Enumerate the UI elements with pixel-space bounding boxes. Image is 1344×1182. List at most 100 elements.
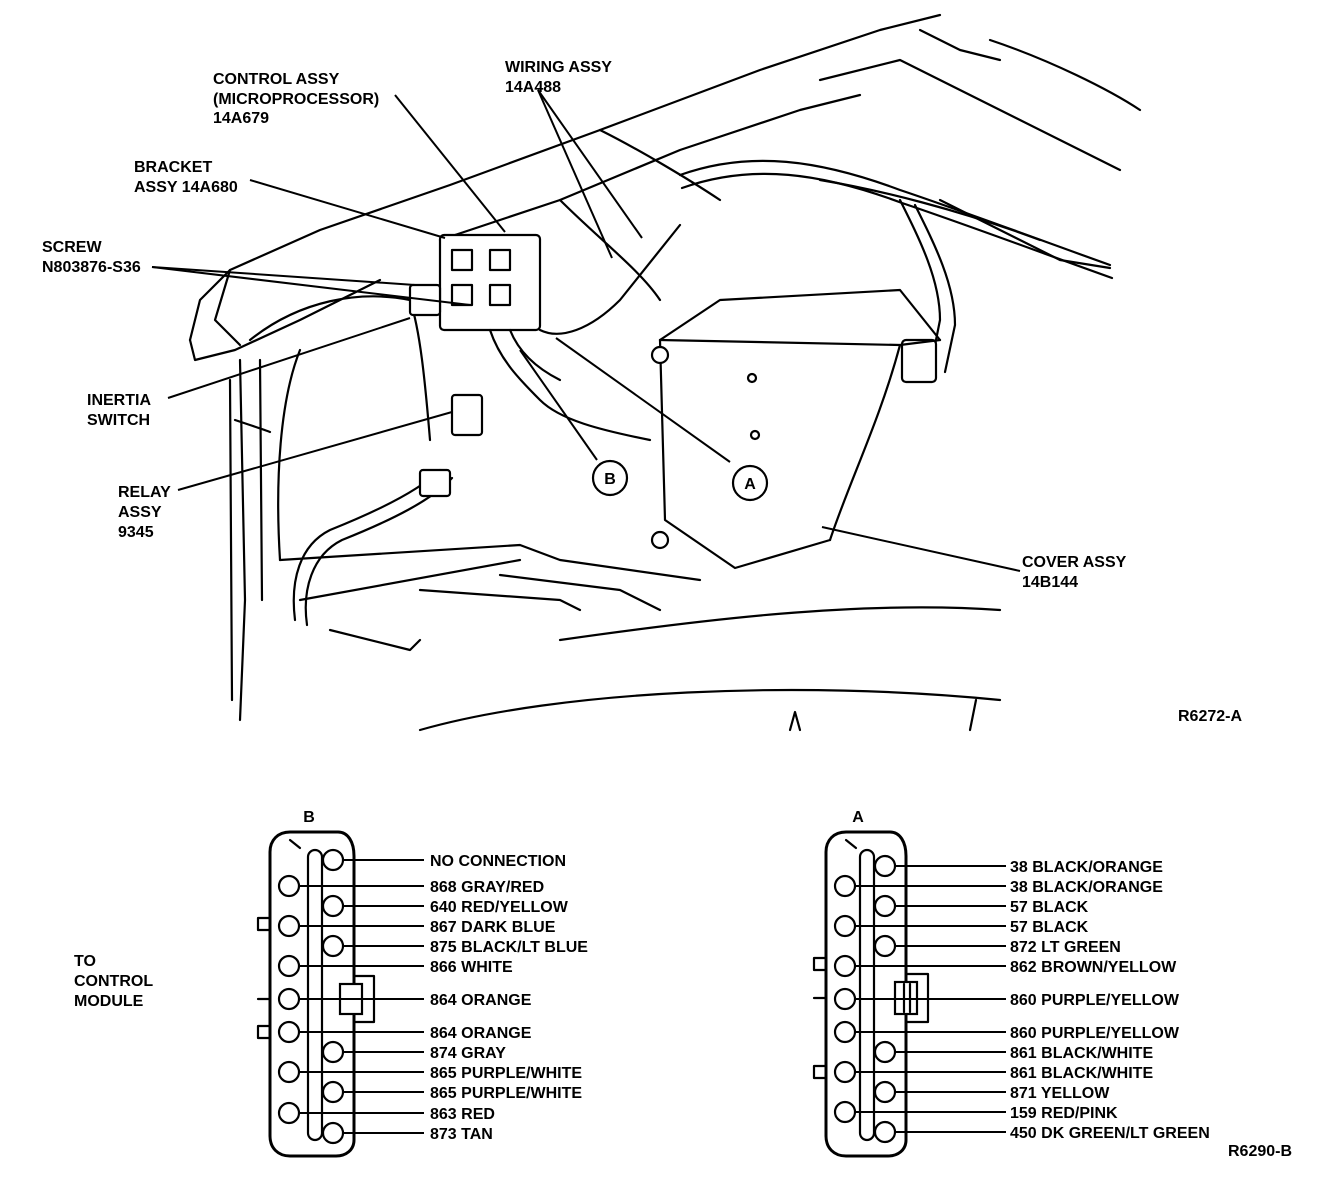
pin-label: 873 TAN	[430, 1126, 493, 1143]
pin-label: 159 RED/PINK	[1010, 1105, 1118, 1122]
callout-a: A	[731, 464, 769, 502]
connector-a-pin: 861 BLACK/WHITE	[833, 1060, 1153, 1084]
callout-b-label: B	[604, 471, 616, 488]
connector-a-pin: 862 BROWN/YELLOW	[833, 954, 1177, 978]
svg-text:RELAY: RELAY	[118, 484, 171, 501]
svg-text:COVER ASSY: COVER ASSY	[1022, 554, 1127, 571]
screw-label: SCREW N803876-S36	[42, 239, 141, 276]
connector-b: B NO CONNECTION 868 GRAY/RED 640 RED/YELLO…	[256, 809, 588, 1158]
pin-label: 860 PURPLE/YELLOW	[1010, 992, 1180, 1009]
connector-b-pin: 864 ORANGE	[277, 1020, 532, 1044]
pin-socket	[321, 1080, 345, 1104]
connector-a-title: A	[852, 809, 864, 826]
pin-socket	[277, 1101, 301, 1125]
connector-a-pin: 871 YELLOW	[873, 1080, 1110, 1104]
cover-assy-label: COVER ASSY 14B144	[1022, 554, 1127, 591]
pin-socket	[277, 987, 301, 1011]
pin-socket	[873, 1080, 897, 1104]
pin-socket	[833, 1100, 857, 1124]
pin-label: 862 BROWN/YELLOW	[1010, 959, 1177, 976]
connector-a-pins: 38 BLACK/ORANGE 38 BLACK/ORANGE 57 BLACK 57…	[833, 854, 1210, 1144]
pin-socket	[277, 874, 301, 898]
pin-label: 57 BLACK	[1010, 899, 1089, 916]
pin-label: 864 ORANGE	[430, 992, 532, 1009]
connector-b-pin: 865 PURPLE/WHITE	[321, 1080, 582, 1104]
pin-label: 450 DK GREEN/LT GREEN	[1010, 1125, 1210, 1142]
pin-socket	[873, 854, 897, 878]
wiring-assy-label: WIRING ASSY 14A488	[505, 59, 612, 96]
pin-socket	[277, 914, 301, 938]
figure-ref-top: R6272-A	[1178, 708, 1242, 725]
pin-socket	[873, 1040, 897, 1064]
pin-socket	[833, 1020, 857, 1044]
svg-text:MODULE: MODULE	[74, 993, 144, 1010]
pin-socket	[833, 1060, 857, 1084]
bracket-assy-label: BRACKET ASSY 14A680	[134, 159, 238, 196]
pin-socket	[833, 874, 857, 898]
inertia-switch-label: INERTIA SWITCH	[87, 392, 151, 429]
pin-label: 864 ORANGE	[430, 1025, 532, 1042]
connector-b-pin: 640 RED/YELLOW	[321, 894, 569, 918]
pin-socket	[321, 1121, 345, 1145]
pin-label: 872 LT GREEN	[1010, 939, 1121, 956]
pin-socket	[873, 894, 897, 918]
connector-a-pin: 159 RED/PINK	[833, 1100, 1118, 1124]
pin-socket	[321, 894, 345, 918]
pin-socket	[321, 1040, 345, 1064]
pin-socket	[833, 914, 857, 938]
connector-b-title: B	[303, 809, 315, 826]
pin-label: 863 RED	[430, 1106, 495, 1123]
pin-socket	[833, 987, 857, 1011]
figure-ref-bottom: R6290-B	[1228, 1143, 1292, 1160]
connector-a-pin: 450 DK GREEN/LT GREEN	[873, 1120, 1210, 1144]
pin-label: 860 PURPLE/YELLOW	[1010, 1025, 1180, 1042]
svg-text:14A679: 14A679	[213, 110, 269, 127]
pin-label: 640 RED/YELLOW	[430, 899, 569, 916]
svg-text:TO: TO	[74, 953, 96, 970]
pin-socket	[321, 934, 345, 958]
svg-text:14B144: 14B144	[1022, 574, 1078, 591]
connector-a-pin: 861 BLACK/WHITE	[873, 1040, 1153, 1064]
pin-label: 861 BLACK/WHITE	[1010, 1045, 1153, 1062]
connector-b-pin: 865 PURPLE/WHITE	[277, 1060, 582, 1084]
pin-label: NO CONNECTION	[430, 853, 566, 870]
connector-b-pin: 863 RED	[277, 1101, 495, 1125]
pin-label: 865 PURPLE/WHITE	[430, 1085, 582, 1102]
pin-label: 871 YELLOW	[1010, 1085, 1110, 1102]
pin-label: 875 BLACK/LT BLUE	[430, 939, 588, 956]
svg-text:CONTROL: CONTROL	[74, 973, 153, 990]
pin-label: 38 BLACK/ORANGE	[1010, 859, 1163, 876]
connector-b-pin: 866 WHITE	[277, 954, 513, 978]
pin-label: 57 BLACK	[1010, 919, 1089, 936]
pin-label: 38 BLACK/ORANGE	[1010, 879, 1163, 896]
svg-text:9345: 9345	[118, 524, 154, 541]
pin-socket	[873, 934, 897, 958]
pin-label: 866 WHITE	[430, 959, 513, 976]
svg-text:N803876-S36: N803876-S36	[42, 259, 141, 276]
connector-b-pin: 874 GRAY	[321, 1040, 506, 1064]
connector-a-pin: 38 BLACK/ORANGE	[873, 854, 1163, 878]
pin-label: 874 GRAY	[430, 1045, 506, 1062]
connector-b-pin: 868 GRAY/RED	[277, 874, 544, 898]
connector-a-pin: 38 BLACK/ORANGE	[833, 874, 1163, 898]
svg-text:14A488: 14A488	[505, 79, 561, 96]
connector-a-pin: 57 BLACK	[833, 914, 1089, 938]
connector-b-pin: 867 DARK BLUE	[277, 914, 556, 938]
pin-socket	[873, 1120, 897, 1144]
pin-label: 868 GRAY/RED	[430, 879, 544, 896]
svg-text:SWITCH: SWITCH	[87, 412, 150, 429]
svg-text:BRACKET: BRACKET	[134, 159, 212, 176]
connector-b-pin: 873 TAN	[321, 1121, 493, 1145]
svg-text:WIRING ASSY: WIRING ASSY	[505, 59, 612, 76]
leader-lines	[151, 89, 1021, 572]
to-control-module-label: TO CONTROL MODULE	[74, 953, 153, 1010]
pin-socket	[277, 954, 301, 978]
connector-b-pin: 875 BLACK/LT BLUE	[321, 934, 588, 958]
svg-text:ASSY 14A680: ASSY 14A680	[134, 179, 238, 196]
connector-a-pin: 860 PURPLE/YELLOW	[833, 987, 1180, 1011]
connector-a-pin: 860 PURPLE/YELLOW	[833, 1020, 1180, 1044]
connector-a-pin: 57 BLACK	[873, 894, 1089, 918]
svg-text:(MICROPROCESSOR): (MICROPROCESSOR)	[213, 91, 379, 108]
